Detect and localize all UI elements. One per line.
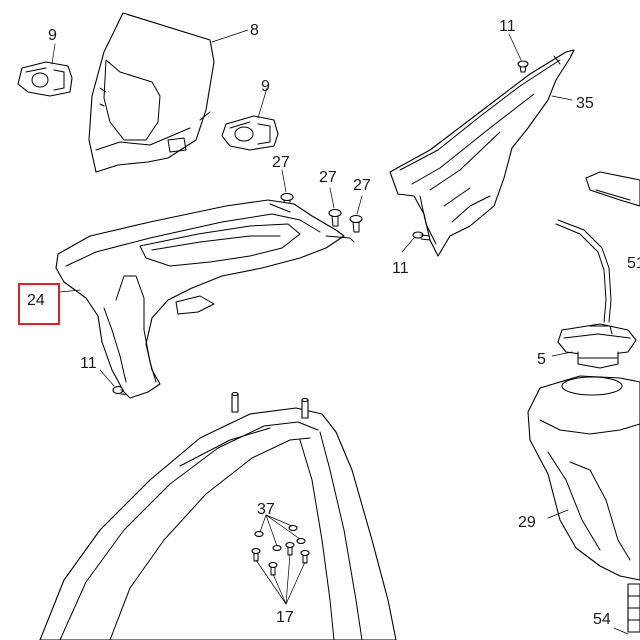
callout-27-b: 27: [319, 169, 337, 186]
screw-11b-part[interactable]: [412, 231, 431, 241]
callout-labels: 9 8 9 27 27 27 11 11 35 11 5 51 29 37 17…: [48, 18, 640, 628]
fender-bolts-part[interactable]: [251, 541, 310, 576]
callout-8: 8: [250, 22, 259, 39]
screw-27b-part[interactable]: [328, 208, 342, 227]
front-fender-part[interactable]: [39, 391, 397, 640]
highlight-box: [18, 283, 60, 325]
callout-9-right: 9: [261, 78, 270, 95]
leader-lines: [51, 29, 629, 635]
fuel-tank-part[interactable]: [527, 375, 640, 581]
callout-27-a: 27: [272, 154, 290, 171]
screw-27c-part[interactable]: [349, 214, 363, 233]
callout-29: 29: [518, 514, 536, 531]
side-panel-part[interactable]: [55, 199, 355, 399]
highlighted-callout-24[interactable]: 24: [18, 283, 60, 325]
callout-37: 37: [257, 501, 275, 518]
radiator-shroud-part[interactable]: [389, 49, 575, 257]
headlight-mask-part[interactable]: [88, 12, 215, 173]
callout-11-middle: 11: [392, 260, 409, 277]
callout-27-c: 27: [353, 177, 371, 194]
callout-5: 5: [537, 351, 546, 368]
seat-edge-part[interactable]: [585, 171, 640, 207]
callout-17: 17: [276, 609, 294, 626]
callout-11-top: 11: [499, 18, 516, 35]
fuel-cap-part[interactable]: [557, 323, 637, 369]
fork-clamp-left-part[interactable]: [17, 61, 73, 97]
callout-9-left: 9: [48, 27, 57, 44]
callout-11-bottom: 11: [80, 355, 97, 372]
callout-54: 54: [593, 611, 611, 628]
fender-washers-part[interactable]: [254, 524, 306, 552]
callout-51: 51: [627, 255, 640, 272]
part-54[interactable]: [627, 583, 640, 633]
callout-35: 35: [576, 95, 594, 112]
callout-24: 24: [27, 292, 45, 309]
vent-hose-part[interactable]: [555, 219, 612, 323]
fork-clamp-right-part[interactable]: [221, 115, 279, 151]
screw-11a-part[interactable]: [517, 60, 529, 73]
